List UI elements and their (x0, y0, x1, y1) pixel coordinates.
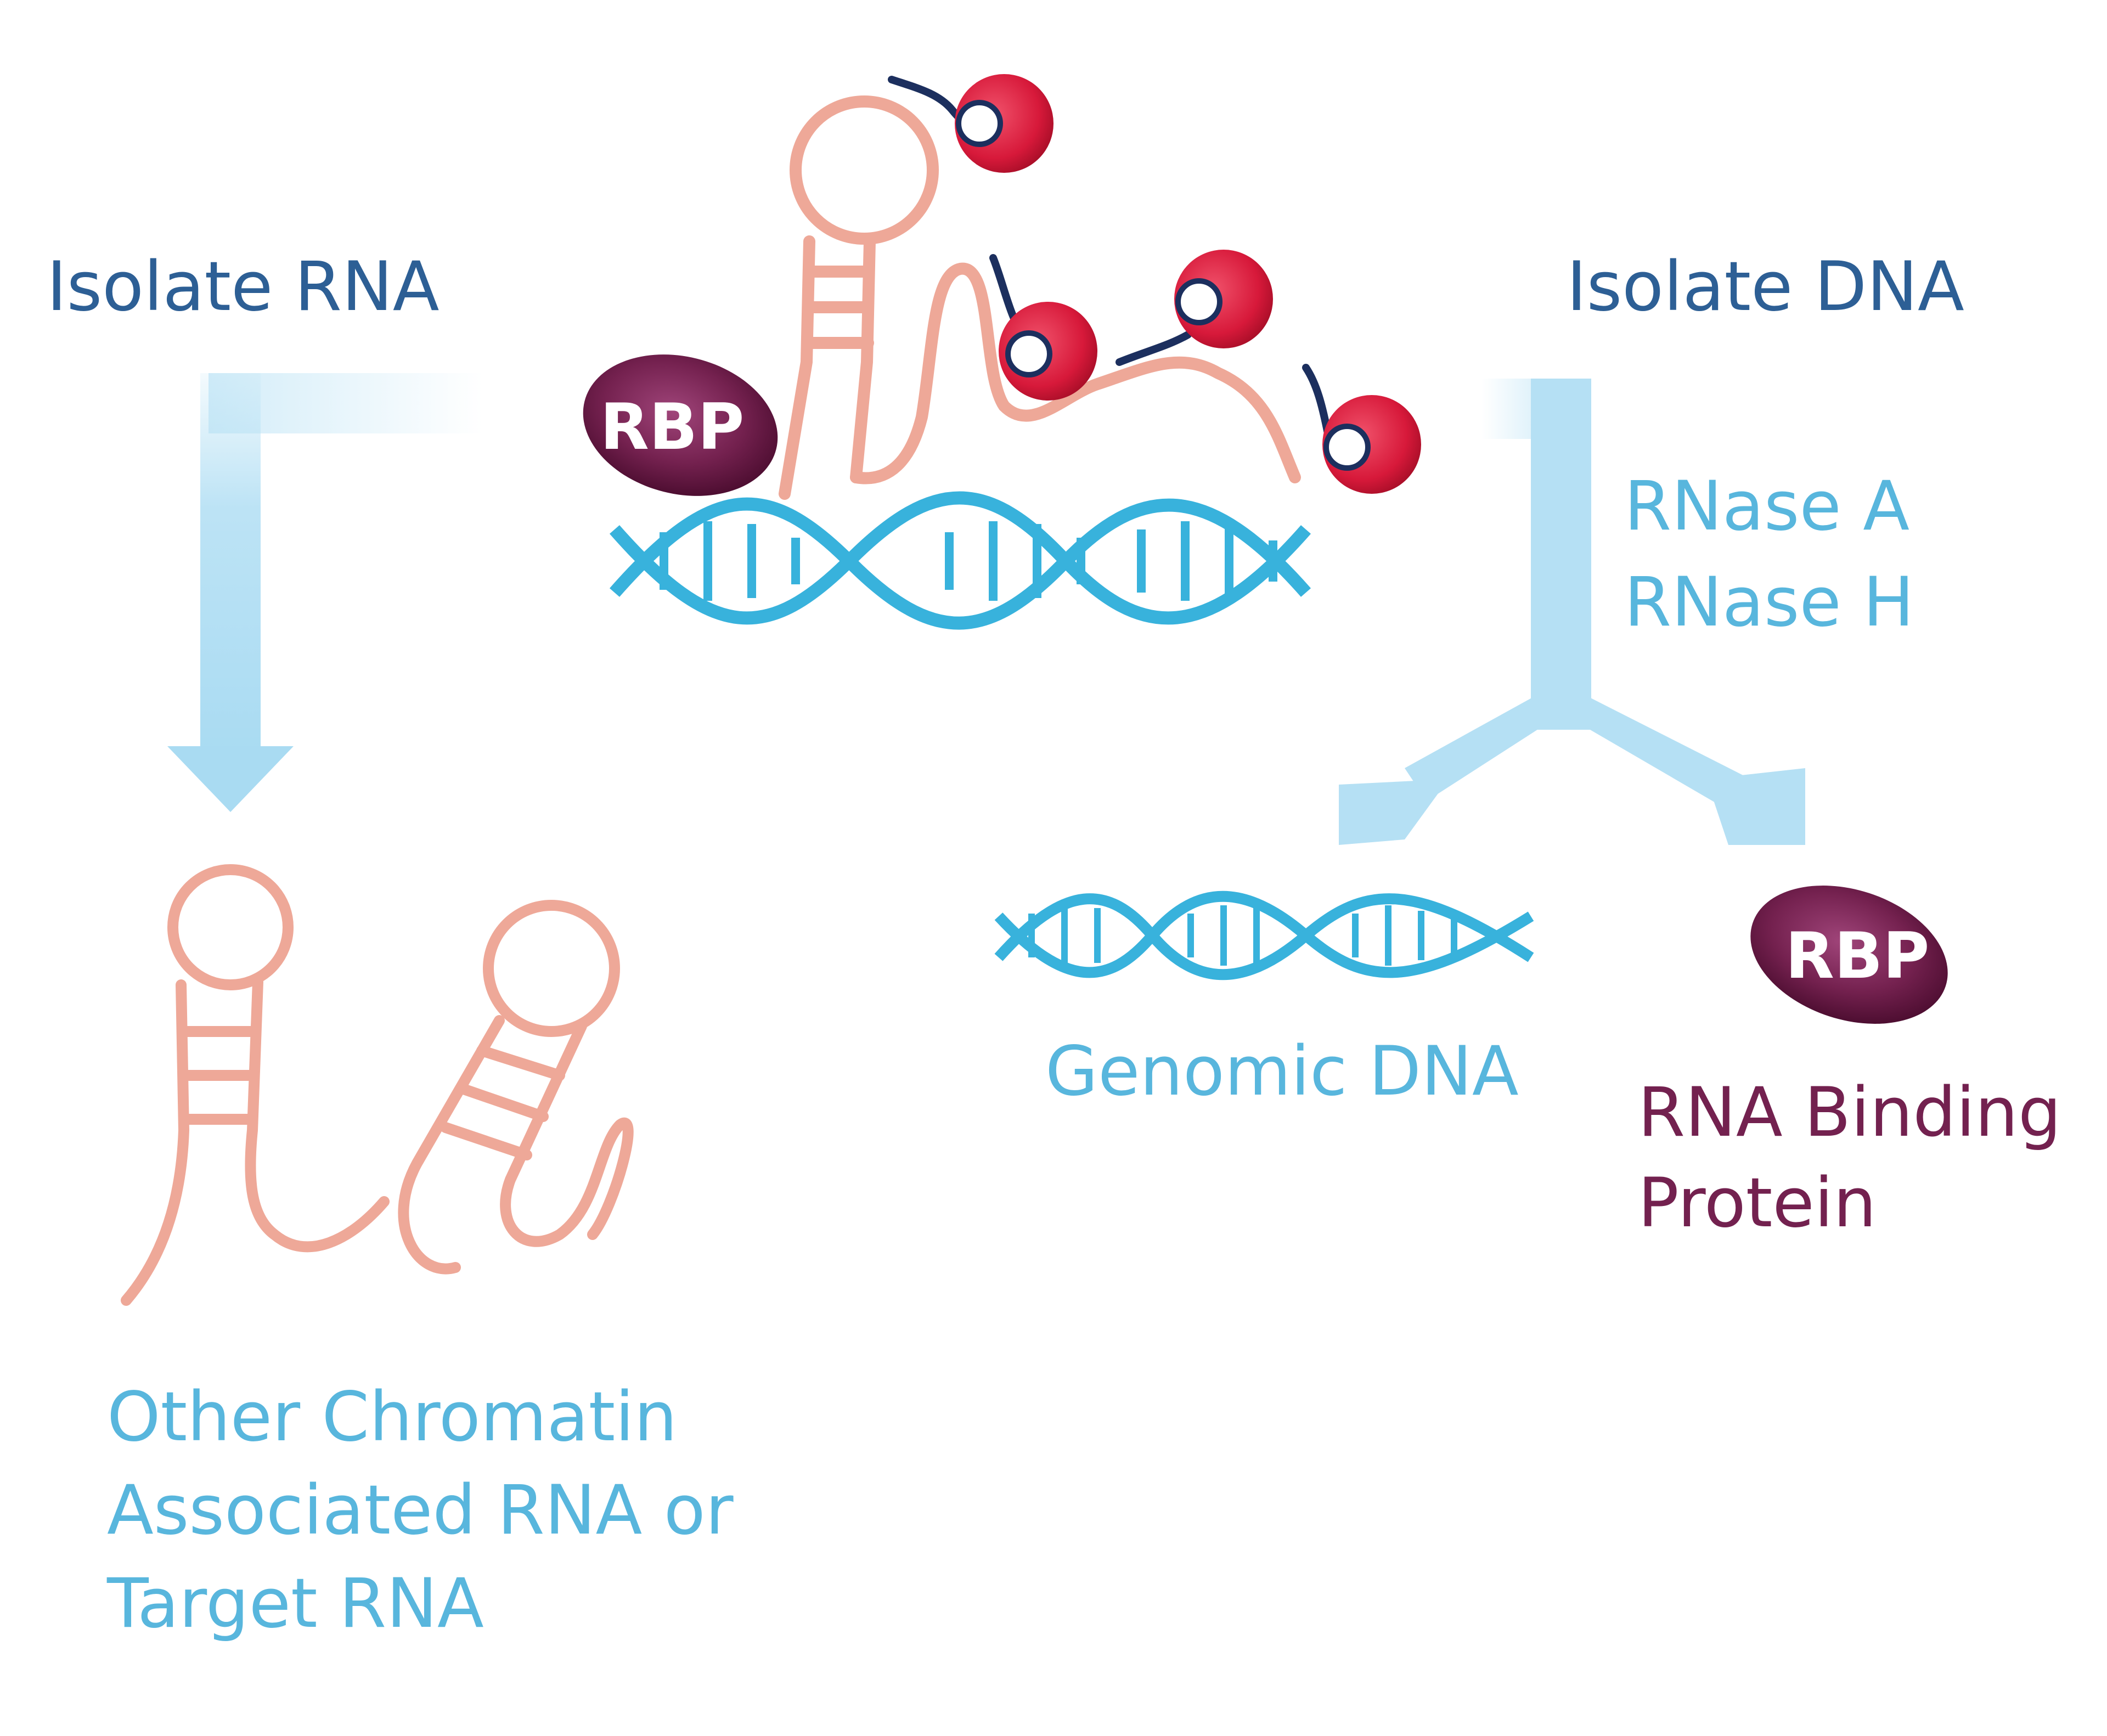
isolate-rna-arrow (167, 373, 483, 812)
rnase-a-label: RNase A (1624, 467, 1909, 546)
biotin-probe-icon (888, 74, 1421, 494)
genomic-dna-illustration (994, 890, 1534, 980)
rna-binding-protein-label-line1: RNA Binding (1638, 1073, 2061, 1152)
rna-result-label-line3: Target RNA (106, 1564, 484, 1643)
genomic-dna-label: Genomic DNA (1045, 1032, 1519, 1111)
isolate-rna-label: Isolate RNA (47, 247, 440, 326)
central-chromatin-complex: RBP (583, 74, 1421, 630)
rbp-badge-label: RBP (1785, 919, 1930, 993)
rbp-protein-icon: RBP (1750, 886, 1948, 1024)
rna-hairpin-icon (779, 95, 1301, 500)
isolate-dna-label: Isolate DNA (1567, 247, 1964, 326)
rna-hairpin-icon (121, 864, 390, 1306)
rna-result-label-line1: Other Chromatin (107, 1378, 677, 1457)
dna-double-helix-icon (994, 890, 1534, 980)
isolated-rna-illustration (121, 864, 634, 1306)
rbp-protein-icon: RBP (583, 354, 778, 496)
isolate-dna-arrow (1339, 379, 1805, 845)
rna-result-label-line2: Associated RNA or (107, 1471, 734, 1550)
rnase-h-label: RNase H (1624, 563, 1914, 642)
rna-hairpin-icon (398, 900, 634, 1275)
dna-double-helix-icon (609, 491, 1311, 630)
rbp-badge-label: RBP (600, 390, 745, 464)
rna-binding-protein-label-line2: Protein (1638, 1164, 1877, 1243)
